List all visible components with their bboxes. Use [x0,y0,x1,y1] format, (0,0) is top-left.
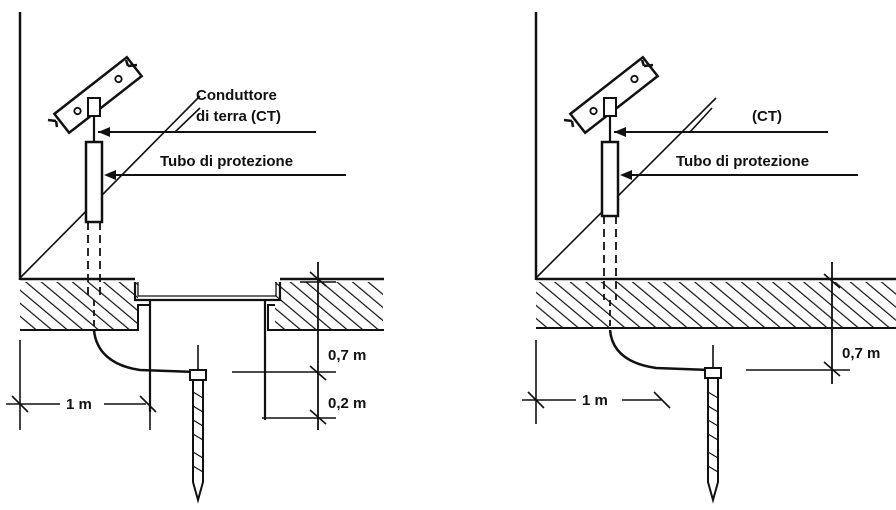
left-earth-conductor [92,329,197,374]
left-protection-tube [84,140,104,224]
right-conductor-label: (CT) [752,108,782,125]
left-conductor-label-line2: di terra (CT) [196,108,281,125]
left-tube-label: Tubo di protezione [160,153,293,170]
right-soil-hatch [536,282,896,328]
right-protection-tube [600,140,620,218]
right-tube-label: Tubo di protezione [676,153,809,170]
left-horizontal-dimension: 1 m [66,396,92,413]
left-depth-dimension: 0,7 m [328,347,366,364]
left-bus-bar [52,55,144,135]
left-soil-hatch-b [275,282,383,330]
left-perspective-line [19,95,201,279]
right-panel [522,12,896,504]
right-horizontal-dimension: 1 m [582,392,608,409]
left-earth-rod [189,345,207,504]
right-bus-bar [568,55,660,135]
left-panel [6,12,384,504]
right-depth-dimension: 0,7 m [842,345,880,362]
left-extra-dimension: 0,2 m [328,395,366,412]
right-earth-rod [704,345,722,504]
left-inspection-pit [133,282,282,420]
right-earth-conductor [608,329,711,372]
left-conductor-label-line1: Conduttore [196,87,277,104]
right-perspective-line [535,97,717,279]
left-soil-hatch-a [20,282,138,330]
